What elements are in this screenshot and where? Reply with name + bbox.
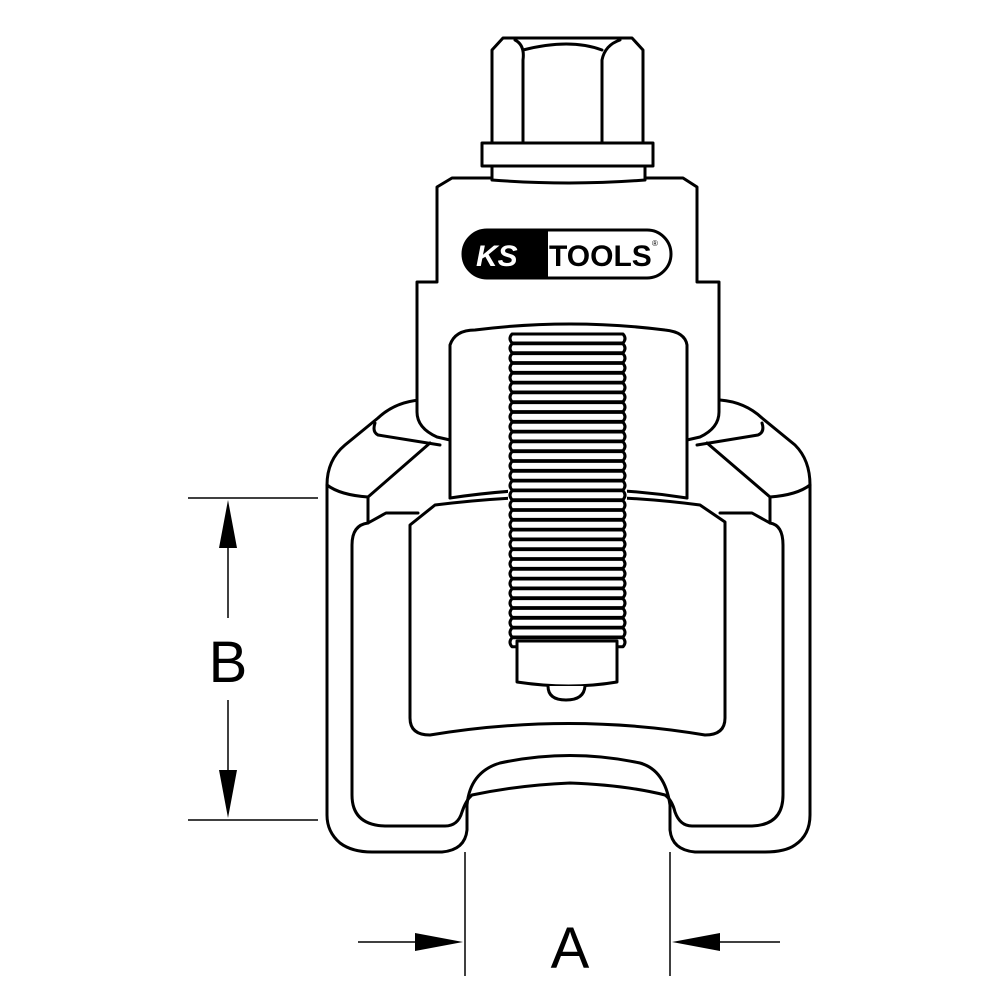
thread-ridge [508,450,627,463]
thread-ridge [508,508,627,521]
thread-ridge [508,626,627,639]
thread-ridge [508,606,627,619]
upper-block-opening [448,322,689,500]
body-inner-frame [350,511,785,828]
thread-ridge [508,459,627,472]
thread-ridge [508,479,627,492]
thread-ridge [508,371,627,384]
dimension-b-label: B [209,630,248,695]
thread-ridge [508,557,627,570]
thread-ridge [508,538,627,551]
logo-tools-text: TOOLS [549,240,652,273]
spindle-tip [515,639,619,688]
right-ear-facet [695,421,765,447]
thread-ridge [508,352,627,365]
left-chamfer [325,441,432,525]
thread-ridge [508,499,627,512]
left-ear-facet [372,421,442,447]
ks-tools-logo: KS TOOLS ® [461,228,673,280]
spindle-ball [546,685,587,702]
logo-ks-text: KS [476,240,518,273]
thread-ridge [508,587,627,600]
thread-ridge [508,332,627,345]
nut-neck [490,164,647,185]
dimension-b: B [188,497,318,821]
dimension-a-label: A [551,916,590,981]
thread-ridge [508,420,627,433]
thread-ridge [508,381,627,394]
logo-registered-mark: ® [652,239,658,248]
thread-ridge [508,548,627,561]
thread-ridge [508,528,627,541]
thread-ridge [508,577,627,590]
thread-ridge [508,361,627,374]
thread-ridge [508,518,627,531]
thread-ridge [508,440,627,453]
hex-nut [490,36,645,145]
right-chamfer [705,441,812,525]
thread-ridge [508,391,627,404]
thread-ridge [508,410,627,423]
thread-ridge [508,469,627,482]
washer [480,141,655,168]
thread-ridge [508,401,627,414]
thread-ridge [508,567,627,580]
thread-ridge [508,342,627,355]
hex-nut-facets [513,38,622,145]
thread-ridge [508,489,627,502]
thread-ridge [508,597,627,610]
thread-ridge [508,616,627,629]
threaded-spindle [508,330,627,649]
dimension-a: A [358,852,780,981]
thread-ridge [508,430,627,443]
